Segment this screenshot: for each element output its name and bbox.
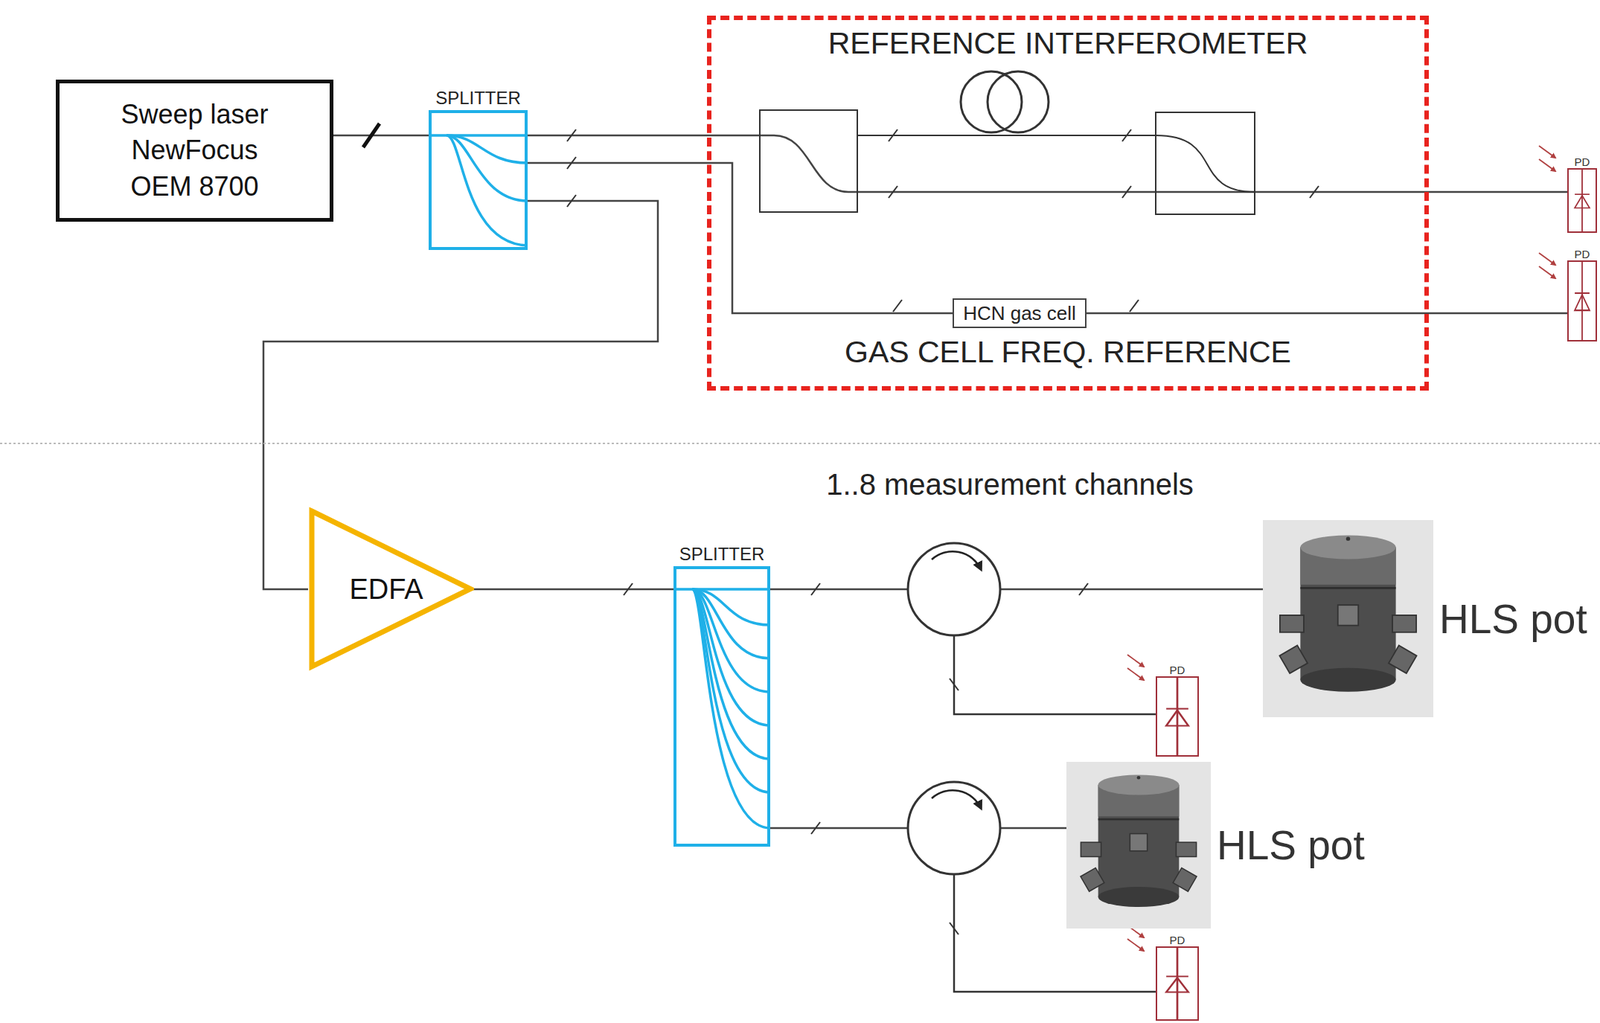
reference-region: REFERENCE INTERFEROMETER GAS CELL FREQ. R… [706,15,1429,391]
region-subtitle: GAS CELL FREQ. REFERENCE [844,334,1292,370]
splitter-fibers [428,135,771,829]
circulators [907,543,1001,875]
hls-pot: HLS pot [1262,520,1434,718]
fiber-connector [1086,312,1568,315]
splitter-box: SPLITTER [673,566,771,847]
splitter-box: SPLITTER [428,110,528,251]
photodiode: PD [1155,676,1199,757]
device-label: Sweep laser NewFocus OEM 8700 [113,96,277,206]
photodiode: PD [1567,260,1598,342]
gas-cell-box: HCN gas cell [952,298,1087,329]
gas-cell-label: HCN gas cell [962,302,1077,326]
laser-box: Sweep laser NewFocus OEM 8700 [55,79,334,222]
hls-pot-picture [1066,762,1211,929]
photodiode-label: PD [1574,155,1591,169]
edfa-amplifier: EDFA [308,506,475,672]
hls-pot-picture [1262,520,1434,718]
fiber-connector [471,588,674,591]
fiber-connector [527,162,953,314]
photodiode-symbol [1157,948,1198,1020]
section-divider [0,442,1600,445]
laser-output-mark [363,123,380,148]
region-title: REFERENCE INTERFEROMETER [828,26,1309,62]
fiber-ticks [567,129,1319,935]
photodiode-label: PD [1169,933,1186,947]
fiber-connector [770,588,1263,591]
pot-label: HLS pot [1216,821,1365,870]
splitter-label: SPLITTER [679,544,766,565]
photodiode-symbol [1568,169,1596,232]
fiber-couplers [759,110,1255,215]
photodiode-symbol [1568,261,1596,341]
hls-pot: HLS pot [1066,762,1211,929]
photodiode-label: PD [1169,663,1186,677]
amplifier-label: EDFA [349,573,423,606]
pot-label: HLS pot [1439,595,1588,643]
channel-note: 1..8 measurement channels [826,468,1194,502]
fiber-coil [960,71,1049,133]
photodiode-label: PD [1574,247,1591,261]
photodiode: PD [1155,946,1199,1022]
fiber-connector [333,134,429,137]
splitter-label: SPLITTER [435,87,521,109]
photodiode: PD [1567,168,1598,233]
photodiode-symbol [1157,677,1198,756]
